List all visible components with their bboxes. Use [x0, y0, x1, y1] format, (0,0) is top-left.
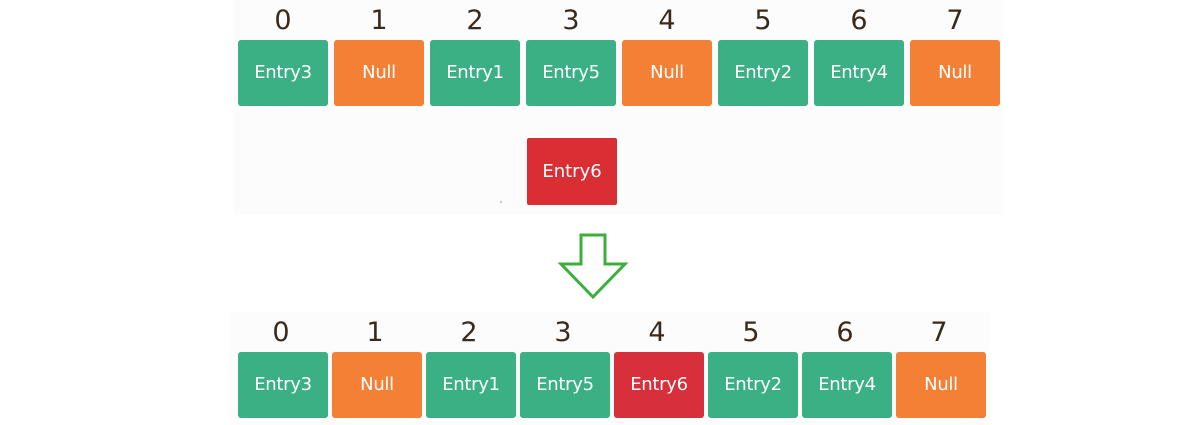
before-index: 7: [946, 5, 964, 36]
after-slot: Entry4: [802, 352, 892, 418]
before-slot: Entry3: [238, 40, 328, 106]
pending-entry: Entry6: [527, 138, 617, 205]
after-slot: Entry3: [238, 352, 328, 418]
before-slot: Entry4: [814, 40, 904, 106]
before-slot: Entry2: [718, 40, 808, 106]
after-slot: Entry5: [520, 352, 610, 418]
after-slot: Null: [896, 352, 986, 418]
before-slot: Null: [334, 40, 424, 106]
before-index: 4: [658, 5, 676, 36]
before-index: 2: [466, 5, 484, 36]
after-slot: Entry6: [614, 352, 704, 418]
after-slot: Entry1: [426, 352, 516, 418]
stray-dot: [500, 201, 502, 203]
after-slot: Null: [332, 352, 422, 418]
after-index: 6: [836, 317, 854, 348]
before-index: 1: [370, 5, 388, 36]
before-index: 5: [754, 5, 772, 36]
after-index: 1: [366, 317, 384, 348]
before-index: 3: [562, 5, 580, 36]
before-index: 6: [850, 5, 868, 36]
after-index: 3: [554, 317, 572, 348]
before-index: 0: [274, 5, 292, 36]
after-index: 2: [460, 317, 478, 348]
before-panel: [233, 0, 1004, 215]
after-index: 7: [930, 317, 948, 348]
after-index: 0: [272, 317, 290, 348]
before-slot: Entry5: [526, 40, 616, 106]
before-slot: Null: [622, 40, 712, 106]
after-slot: Entry2: [708, 352, 798, 418]
down-arrow-icon: [557, 233, 629, 300]
after-index: 4: [648, 317, 666, 348]
before-slot: Entry1: [430, 40, 520, 106]
before-slot: Null: [910, 40, 1000, 106]
after-index: 5: [742, 317, 760, 348]
